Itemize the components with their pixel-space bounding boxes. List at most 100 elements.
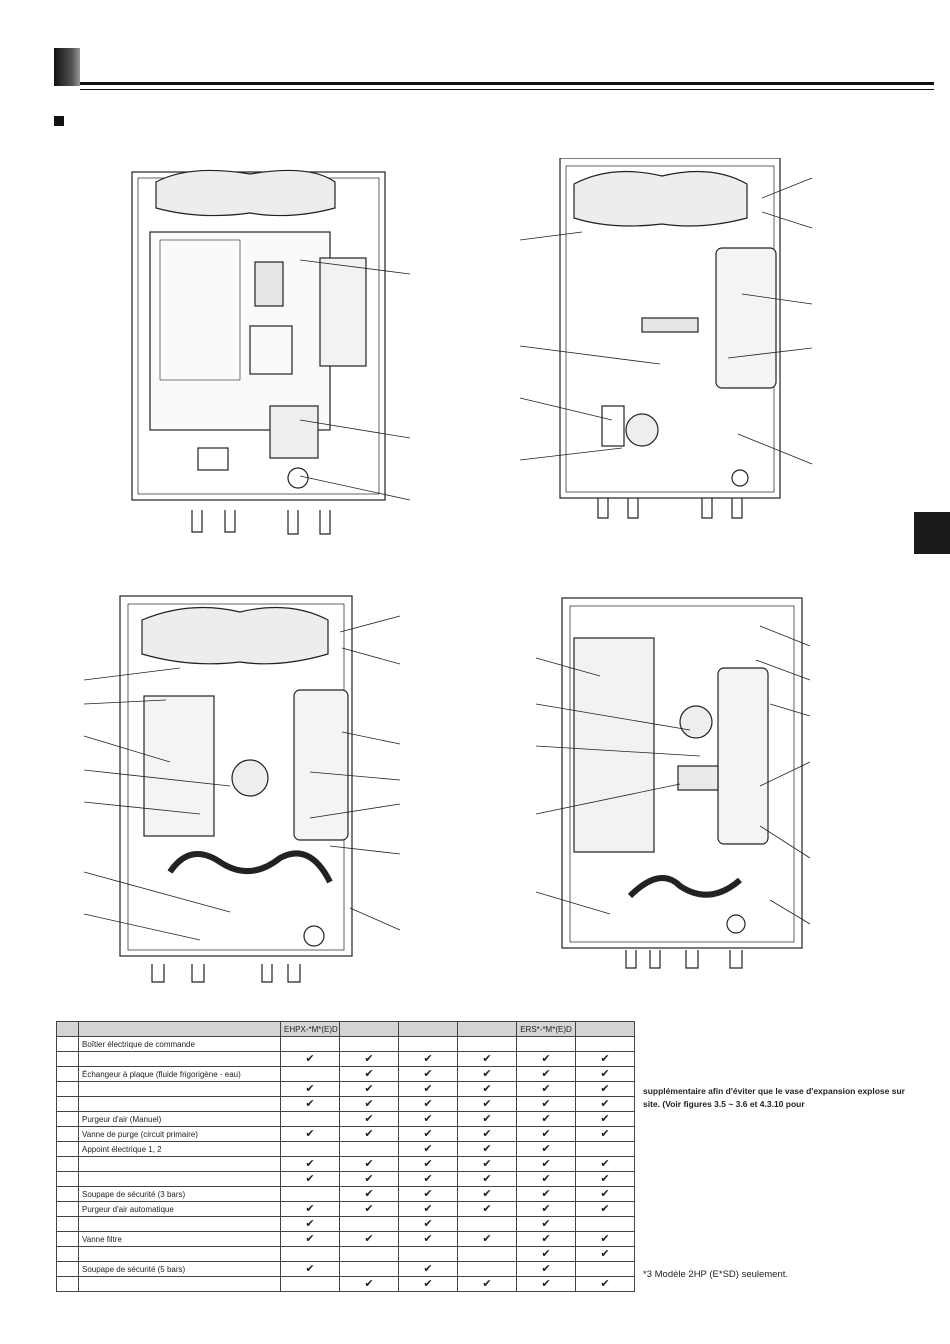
table-header-cell: ERS*-*M*(E)D — [516, 1021, 576, 1037]
row-number-cell — [56, 1081, 79, 1097]
figure-4-drawing — [535, 597, 811, 969]
check-mark-icon: ✔ — [339, 1171, 399, 1187]
check-mark-icon: ✔ — [398, 1216, 458, 1232]
check-mark-icon: ✔ — [575, 1096, 635, 1112]
row-number-cell — [56, 1216, 79, 1232]
check-mark-icon: ✔ — [457, 1171, 517, 1187]
row-number-cell — [56, 1171, 79, 1187]
table-row: Soupape de sécurité (5 bars)✔✔✔ — [56, 1261, 635, 1277]
component-label — [78, 1081, 281, 1097]
check-mark-icon: ✔ — [516, 1096, 576, 1112]
check-mark-icon: ✔ — [339, 1066, 399, 1082]
check-mark-icon: ✔ — [457, 1096, 517, 1112]
check-mark-icon: ✔ — [339, 1276, 399, 1292]
component-label — [78, 1156, 281, 1172]
check-mark-icon: ✔ — [516, 1186, 576, 1202]
row-number-cell — [56, 1276, 79, 1292]
check-mark-icon: ✔ — [516, 1231, 576, 1247]
table-row: Boîtier électrique de commande — [56, 1036, 635, 1052]
component-label: Purgeur d'air automatique — [78, 1201, 281, 1217]
empty-cell — [339, 1216, 399, 1232]
check-mark-icon: ✔ — [516, 1276, 576, 1292]
component-label: Purgeur d'air (Manuel) — [78, 1111, 281, 1127]
empty-cell — [280, 1066, 340, 1082]
row-number-cell — [56, 1141, 79, 1157]
check-mark-icon: ✔ — [575, 1051, 635, 1067]
check-mark-icon: ✔ — [339, 1081, 399, 1097]
check-mark-icon: ✔ — [516, 1156, 576, 1172]
row-number-cell — [56, 1201, 79, 1217]
empty-cell — [457, 1246, 517, 1262]
check-mark-icon: ✔ — [339, 1231, 399, 1247]
check-mark-icon: ✔ — [575, 1066, 635, 1082]
footnote: *3 Modèle 2HP (E*SD) seulement. — [643, 1269, 789, 1280]
check-mark-icon: ✔ — [575, 1246, 635, 1262]
check-mark-icon: ✔ — [575, 1276, 635, 1292]
table-header-cell — [575, 1021, 635, 1037]
component-label: Soupape de sécurité (5 bars) — [78, 1261, 281, 1277]
empty-cell — [398, 1246, 458, 1262]
check-mark-icon: ✔ — [575, 1231, 635, 1247]
check-mark-icon: ✔ — [575, 1171, 635, 1187]
check-mark-icon: ✔ — [339, 1126, 399, 1142]
header-rule — [80, 82, 934, 85]
subsection-bullet — [54, 116, 64, 126]
check-mark-icon: ✔ — [280, 1261, 340, 1277]
component-label — [78, 1051, 281, 1067]
row-number-cell — [56, 1066, 79, 1082]
component-label — [78, 1276, 281, 1292]
table-row: Purgeur d'air (Manuel)✔✔✔✔✔ — [56, 1111, 635, 1127]
row-number-cell — [56, 1156, 79, 1172]
check-mark-icon: ✔ — [516, 1111, 576, 1127]
check-mark-icon: ✔ — [516, 1246, 576, 1262]
check-mark-icon: ✔ — [280, 1171, 340, 1187]
check-mark-icon: ✔ — [339, 1201, 399, 1217]
check-mark-icon: ✔ — [280, 1216, 340, 1232]
row-number-cell — [56, 1246, 79, 1262]
component-table: EHPX-*M*(E)D ERS*-*M*(E)D Boîtier électr… — [56, 1021, 635, 1292]
section-header-block — [54, 48, 80, 86]
component-label: Boîtier électrique de commande — [78, 1036, 281, 1052]
check-mark-icon: ✔ — [457, 1066, 517, 1082]
check-mark-icon: ✔ — [280, 1126, 340, 1142]
empty-cell — [280, 1186, 340, 1202]
figure-4 — [530, 596, 820, 976]
table-row: Purgeur d'air automatique✔✔✔✔✔✔ — [56, 1201, 635, 1217]
check-mark-icon: ✔ — [457, 1231, 517, 1247]
check-mark-icon: ✔ — [398, 1231, 458, 1247]
table-row: ✔✔✔✔✔✔ — [56, 1081, 635, 1097]
component-label: Appoint électrique 1, 2 — [78, 1141, 281, 1157]
check-mark-icon: ✔ — [575, 1156, 635, 1172]
component-label — [78, 1246, 281, 1262]
check-mark-icon: ✔ — [280, 1231, 340, 1247]
table-row: ✔✔✔✔✔✔ — [56, 1051, 635, 1067]
figure-3-drawing — [83, 595, 401, 983]
empty-cell — [398, 1036, 458, 1052]
check-mark-icon: ✔ — [398, 1261, 458, 1277]
table-row: ✔✔✔✔✔✔ — [56, 1156, 635, 1172]
check-mark-icon: ✔ — [398, 1051, 458, 1067]
header-rule-thin — [80, 89, 934, 90]
figure-2 — [512, 158, 817, 533]
row-number-cell — [56, 1051, 79, 1067]
check-mark-icon: ✔ — [398, 1156, 458, 1172]
figure-1 — [120, 158, 420, 543]
check-mark-icon: ✔ — [339, 1156, 399, 1172]
check-mark-icon: ✔ — [516, 1201, 576, 1217]
check-mark-icon: ✔ — [280, 1096, 340, 1112]
check-mark-icon: ✔ — [516, 1141, 576, 1157]
table-header-cell — [398, 1021, 458, 1037]
check-mark-icon: ✔ — [339, 1111, 399, 1127]
check-mark-icon: ✔ — [575, 1186, 635, 1202]
empty-cell — [339, 1261, 399, 1277]
check-mark-icon: ✔ — [398, 1066, 458, 1082]
check-mark-icon: ✔ — [516, 1171, 576, 1187]
check-mark-icon: ✔ — [398, 1081, 458, 1097]
check-mark-icon: ✔ — [575, 1111, 635, 1127]
side-note: supplémentaire afin d'éviter que le vase… — [643, 1086, 905, 1109]
table-row: Appoint électrique 1, 2✔✔✔ — [56, 1141, 635, 1157]
empty-cell — [575, 1036, 635, 1052]
component-label — [78, 1216, 281, 1232]
check-mark-icon: ✔ — [280, 1201, 340, 1217]
check-mark-icon: ✔ — [398, 1201, 458, 1217]
